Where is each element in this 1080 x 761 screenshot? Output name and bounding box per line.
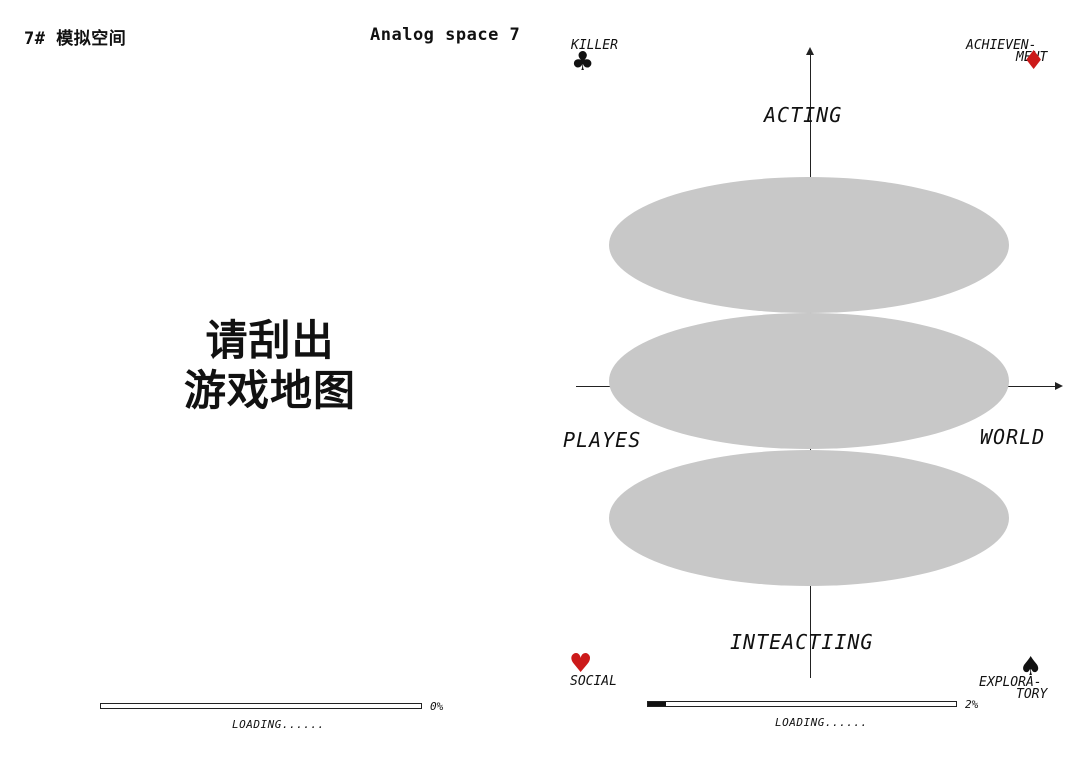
corner-label-exploratory-line1: EXPLORA-	[979, 675, 1042, 690]
corner-label-achievement-line1: ACHIEVEN-	[966, 38, 1037, 53]
corner-label-killer: KILLER	[571, 38, 618, 53]
vertical-axis-arrow	[806, 47, 814, 55]
right-progress-bar	[647, 701, 957, 707]
right-loading-text: LOADING......	[775, 716, 868, 729]
header-left-title: 7# 模拟空间	[24, 29, 127, 49]
scratch-ellipse-top[interactable]	[609, 177, 1009, 313]
scratch-ellipse-bottom[interactable]	[609, 450, 1009, 586]
horizontal-axis-arrow	[1055, 382, 1063, 390]
axis-label-right: WORLD	[980, 425, 1046, 449]
corner-label-social: SOCIAL	[570, 674, 617, 689]
scratch-prompt-line1: 请刮出	[205, 316, 335, 365]
diamond-icon: ♦	[1022, 46, 1046, 76]
right-progress-fill	[648, 702, 667, 706]
scratch-ellipse-middle[interactable]	[609, 313, 1009, 449]
scratch-prompt-line2: 游戏地图	[183, 366, 356, 415]
corner-label-exploratory-line2: TORY	[1016, 687, 1048, 702]
left-loading-text: LOADING......	[232, 718, 325, 731]
left-progress-percent: 0%	[430, 700, 444, 713]
spade-icon: ♠	[1019, 652, 1043, 682]
axis-label-bottom: INTEACTIING	[730, 630, 874, 654]
heart-icon: ♥	[569, 649, 593, 679]
left-progress-bar	[100, 703, 422, 709]
axis-label-left: PLAYES	[563, 428, 642, 452]
scratch-prompt[interactable]: 请刮出 游戏地图	[140, 316, 400, 416]
corner-label-achievement-line2: MENT	[1016, 50, 1048, 65]
club-icon: ♣	[571, 47, 595, 77]
right-progress-percent: 2%	[965, 698, 979, 711]
axis-label-top: ACTING	[764, 103, 843, 127]
header-right-title: Analog space 7	[370, 25, 521, 45]
